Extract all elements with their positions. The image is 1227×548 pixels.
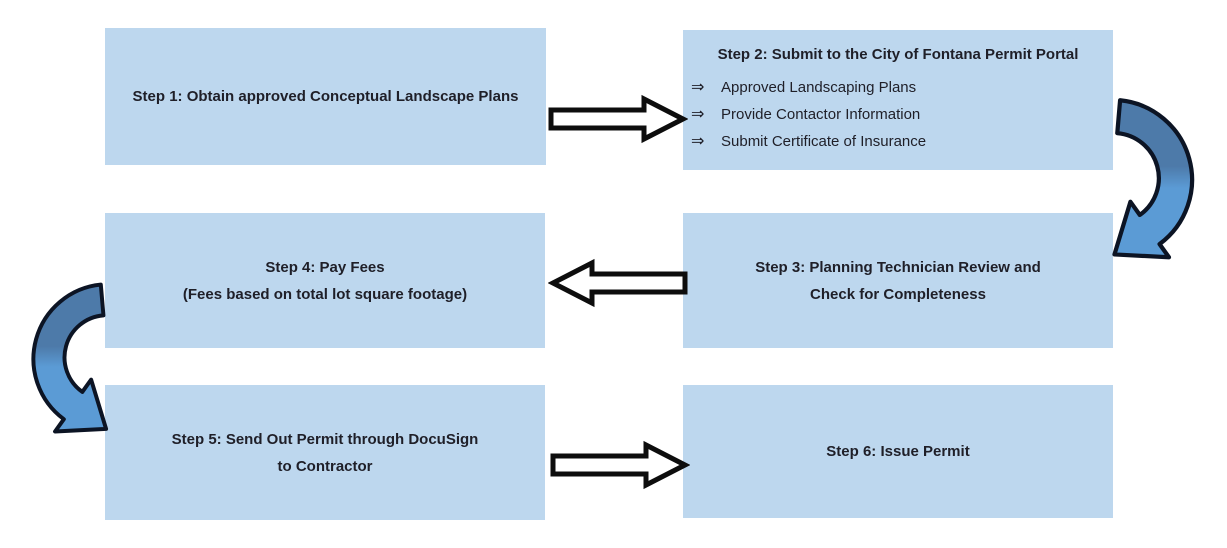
step-2-box: Step 2: Submit to the City of Fontana Pe…: [683, 30, 1113, 170]
step-3-label-line-1: Step 3: Planning Technician Review and: [755, 258, 1041, 276]
step-1-label: Step 1: Obtain approved Conceptual Lands…: [132, 88, 519, 105]
step-2-bullet-3-label: Submit Certificate of Insurance: [721, 133, 927, 150]
step-3-box: Step 3: Planning Technician Review and C…: [683, 213, 1113, 348]
step-1-box: Step 1: Obtain approved Conceptual Lands…: [105, 28, 546, 165]
step-6-label: Step 6: Issue Permit: [826, 443, 970, 460]
double-arrow-bullet-icon: ⇒: [691, 106, 705, 123]
step-2-bullet-1: ⇒ Approved Landscaping Plans: [683, 74, 1113, 101]
arrow-step5-to-step6-icon: [550, 440, 690, 490]
double-arrow-bullet-icon: ⇒: [691, 79, 705, 96]
curved-arrow-step4-to-step5-icon: [31, 282, 109, 434]
step-2-bullet-3: ⇒ Submit Certificate of Insurance: [683, 128, 1113, 155]
arrow-step1-to-step2-icon: [548, 94, 688, 144]
step-2-bullet-2-label: Provide Contactor Information: [721, 106, 921, 123]
step-2-bullet-1-label: Approved Landscaping Plans: [721, 79, 917, 96]
step-4-label-line-1: Step 4: Pay Fees: [265, 258, 385, 276]
step-4-box: Step 4: Pay Fees (Fees based on total lo…: [105, 213, 545, 348]
step-5-label-line-1: Step 5: Send Out Permit through DocuSign: [171, 430, 479, 448]
step-2-bullet-2: ⇒ Provide Contactor Information: [683, 101, 1113, 128]
step-2-title: Step 2: Submit to the City of Fontana Pe…: [717, 46, 1079, 63]
step-6-box: Step 6: Issue Permit: [683, 385, 1113, 518]
step-5-label-line-2: to Contractor: [277, 457, 373, 475]
curved-arrow-step2-to-step3-icon: [1112, 98, 1195, 260]
step-3-label-line-2: Check for Completeness: [810, 285, 986, 303]
arrow-step3-to-step4-icon: [548, 258, 688, 308]
step-5-box: Step 5: Send Out Permit through DocuSign…: [105, 385, 545, 520]
double-arrow-bullet-icon: ⇒: [691, 133, 705, 150]
step-4-label-line-2: (Fees based on total lot square footage): [182, 285, 468, 303]
